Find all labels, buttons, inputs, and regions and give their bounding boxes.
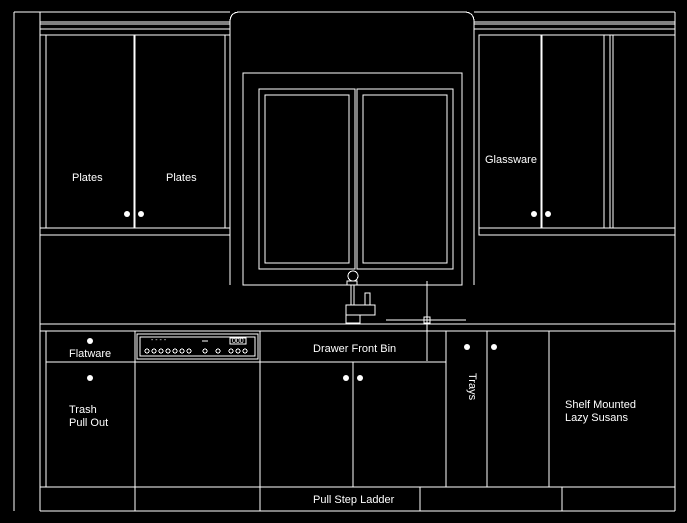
knob-icon <box>464 344 470 350</box>
label-trash-line2: Pull Out <box>69 417 109 429</box>
label-trays: Trays <box>466 373 478 401</box>
label-flatware: Flatware <box>69 348 112 360</box>
faucet <box>345 270 376 324</box>
knob-icon <box>531 211 537 217</box>
label-lazy-line1: Shelf Mounted <box>565 399 636 411</box>
dishwasher-display: - - - - <box>151 337 167 344</box>
label-trash-line1: Trash <box>69 404 97 416</box>
dishwasher-badge: 000 <box>232 338 244 345</box>
knob-icon <box>87 338 93 344</box>
upper-cabinet-left <box>39 34 231 236</box>
cabinet-knobs <box>87 211 551 381</box>
label-plates-right: Plates <box>166 172 197 184</box>
crown-molding-left <box>40 11 230 30</box>
knob-icon <box>124 211 130 217</box>
label-glassware: Glassware <box>485 154 537 166</box>
dishwasher-panel <box>136 333 259 360</box>
knob-icon <box>545 211 551 217</box>
upper-cabinet-right <box>478 34 676 236</box>
crosshair-cursor <box>386 281 466 361</box>
label-lazy-line2: Lazy Susans <box>565 412 628 424</box>
label-drawer-front-bin: Drawer Front Bin <box>313 343 397 355</box>
window-surround <box>229 11 475 285</box>
label-plates-left: Plates <box>72 172 103 184</box>
base-cabinets <box>40 331 675 512</box>
knob-icon <box>343 375 349 381</box>
countertop <box>40 323 675 332</box>
knob-icon <box>87 375 93 381</box>
knob-icon <box>357 375 363 381</box>
crown-molding-right <box>474 11 676 511</box>
knob-icon <box>138 211 144 217</box>
window <box>242 72 463 286</box>
label-pull-step-ladder: Pull Step Ladder <box>313 494 395 506</box>
knob-icon <box>491 344 497 350</box>
